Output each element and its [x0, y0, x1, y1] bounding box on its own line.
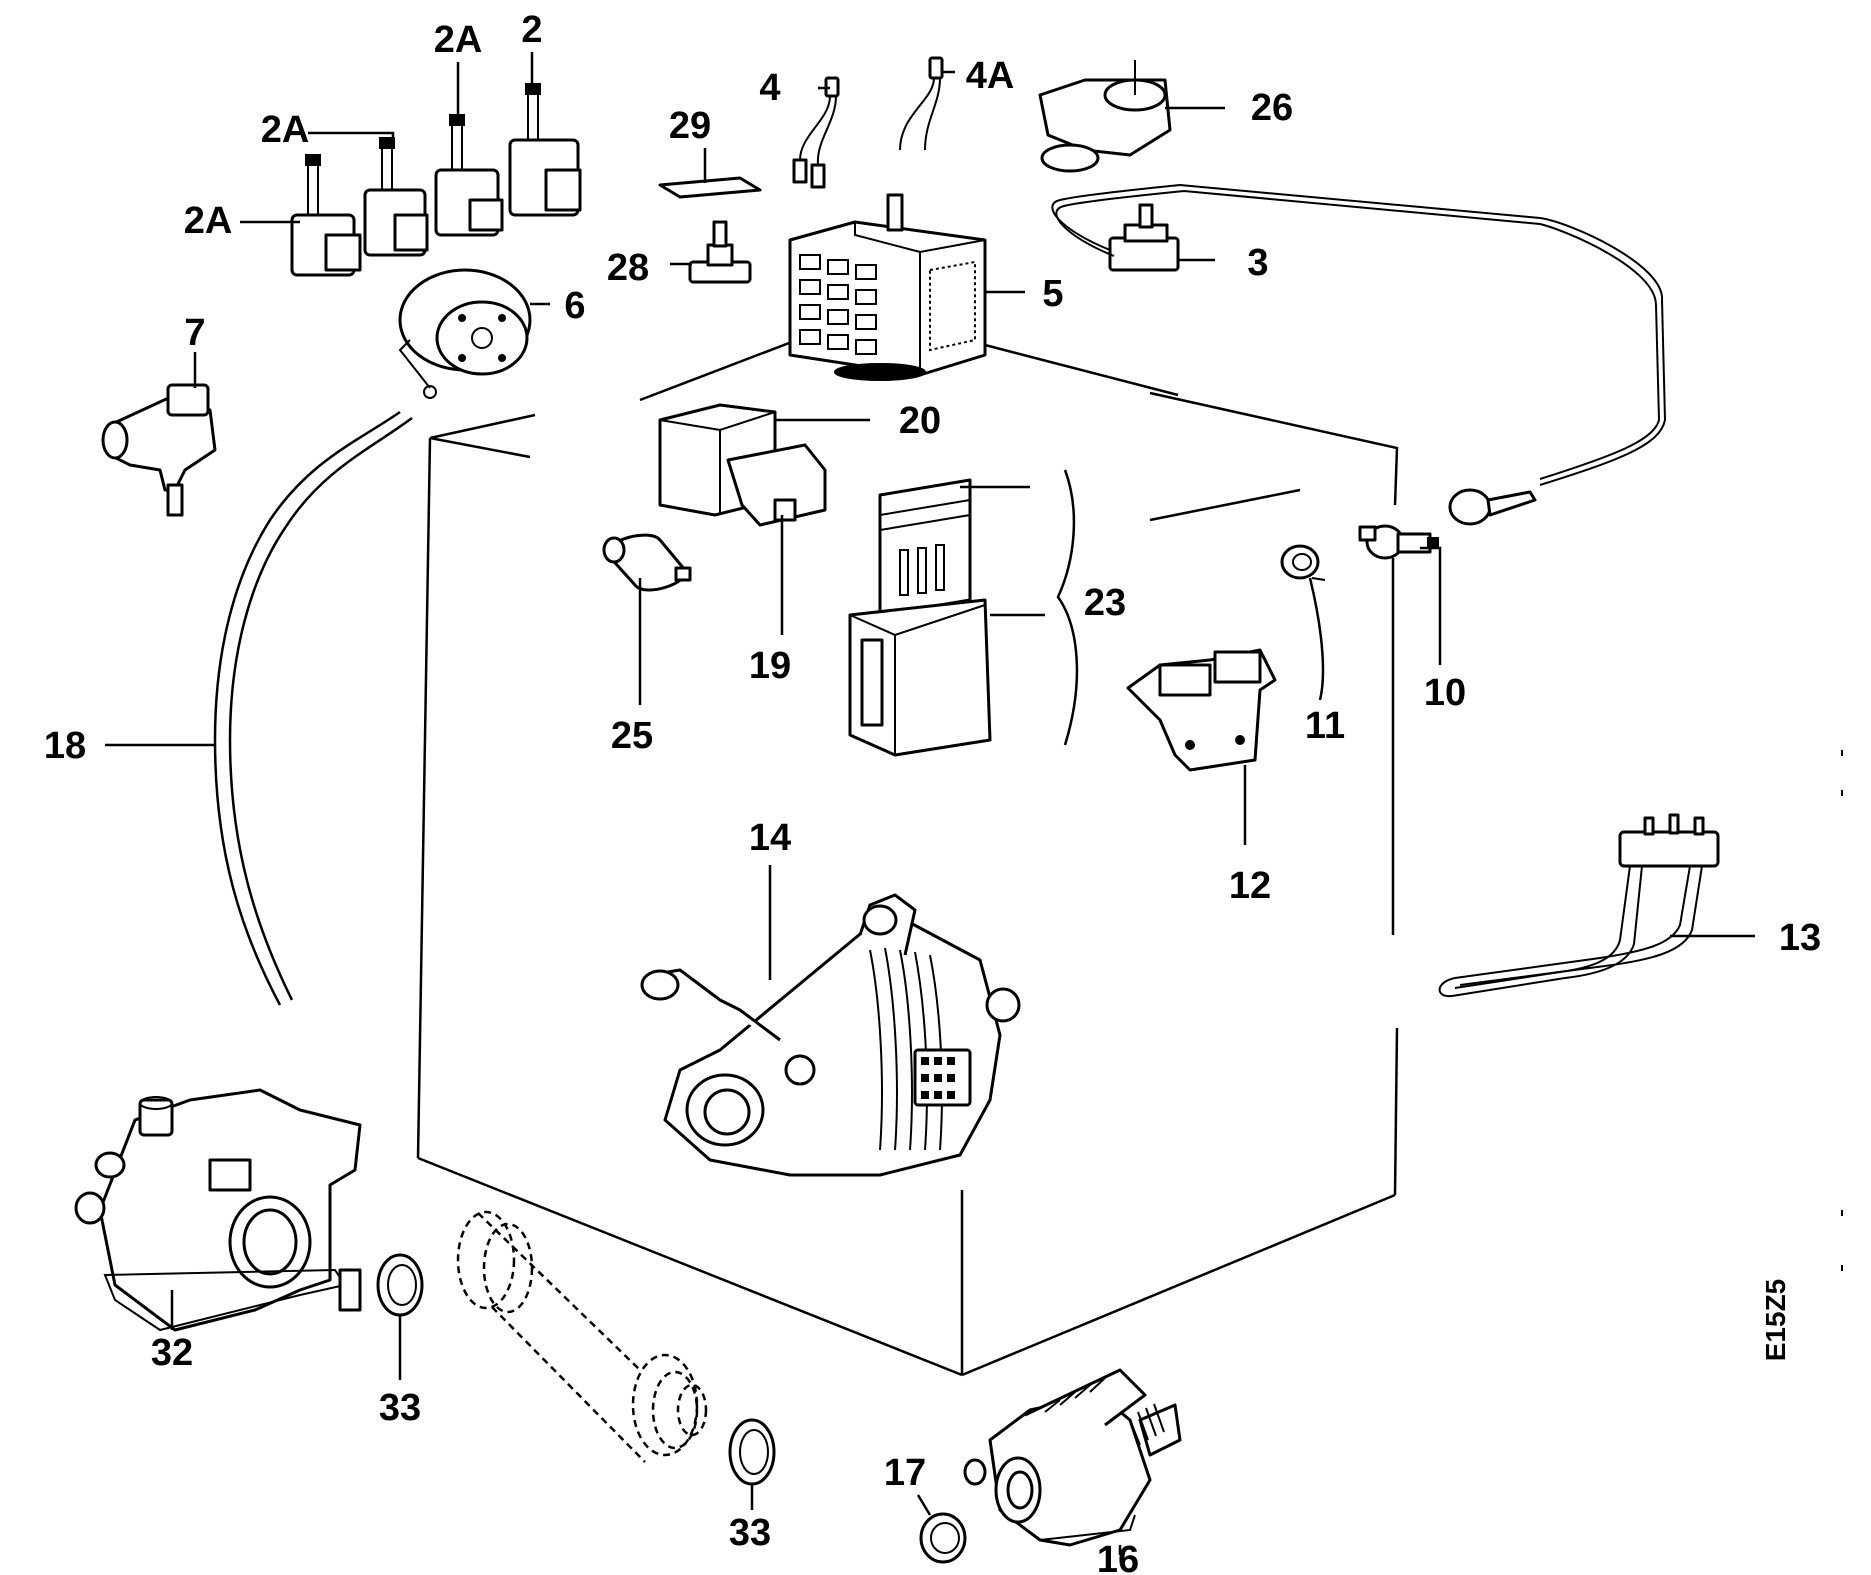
leader-lines [105, 52, 1755, 1555]
callout-29: 29 [669, 105, 711, 147]
callout-2a: 2A [184, 200, 233, 242]
callout-20: 20 [899, 400, 941, 442]
switch-2a-icon [363, 137, 429, 257]
filter-19-icon [726, 443, 827, 527]
timer-icon [788, 193, 987, 381]
callout-2: 2 [521, 9, 542, 51]
pressure-switch-icon [398, 268, 532, 399]
callout-7: 7 [184, 312, 205, 354]
callout-2a: 2A [434, 19, 483, 61]
callout-26: 26 [1251, 87, 1293, 129]
callout-labels: 2 2A 2A 2A 3 4 4A 5 6 7 10 11 12 13 14 1… [44, 9, 1821, 1575]
seal-33-icon [728, 1418, 776, 1486]
callout-17: 17 [884, 1452, 926, 1494]
callout-18: 18 [44, 725, 86, 767]
seal-33-icon [376, 1253, 424, 1317]
valve-icon [101, 383, 217, 517]
callout-13: 13 [1779, 917, 1821, 959]
callout-19: 19 [749, 645, 791, 687]
callout-5: 5 [1042, 273, 1063, 315]
door-lock-icon [1126, 648, 1277, 772]
valve-assembly-icon [74, 1088, 362, 1332]
callout-25: 25 [611, 715, 653, 757]
motor-icon [640, 893, 1021, 1177]
callout-32: 32 [151, 1332, 193, 1374]
callout-33: 33 [379, 1387, 421, 1429]
callout-6: 6 [564, 285, 585, 327]
callout-14: 14 [749, 817, 791, 859]
callout-11: 11 [1305, 705, 1345, 747]
pump-icon [963, 1368, 1182, 1547]
cabinet-outline [416, 333, 1399, 1377]
wire-4a-icon [899, 56, 944, 151]
capacitor-icon [602, 533, 692, 592]
grommet-icon [1280, 544, 1326, 581]
hose-icon [213, 410, 413, 1006]
switch-2-icon [508, 83, 582, 217]
plate-icon [658, 176, 762, 199]
drive-motor-icon [1038, 60, 1172, 173]
callout-28: 28 [607, 247, 649, 289]
switch-2a-icon [434, 114, 504, 237]
knob-icon [688, 220, 752, 284]
callout-2a: 2A [261, 109, 310, 151]
switch-2a-icon [290, 154, 362, 277]
dispenser-icon [848, 478, 992, 757]
drawing-code: E15Z5 [1760, 1279, 1791, 1362]
callout-23: 23 [1084, 582, 1126, 624]
callout-12: 12 [1229, 865, 1271, 907]
wire-4-icon [792, 76, 840, 189]
callout-4: 4 [759, 67, 780, 109]
callout-33: 33 [729, 1512, 771, 1554]
pipe-outline [456, 1210, 708, 1463]
callout-16: 16 [1097, 1539, 1139, 1575]
callout-3: 3 [1247, 242, 1268, 284]
heating-element-icon [1438, 813, 1720, 998]
thermostat-sensor-icon [1358, 524, 1439, 560]
seal-17-icon [919, 1512, 967, 1564]
callout-4a: 4A [966, 55, 1015, 97]
thermostat-icon [1051, 183, 1667, 526]
callout-10: 10 [1424, 672, 1466, 714]
